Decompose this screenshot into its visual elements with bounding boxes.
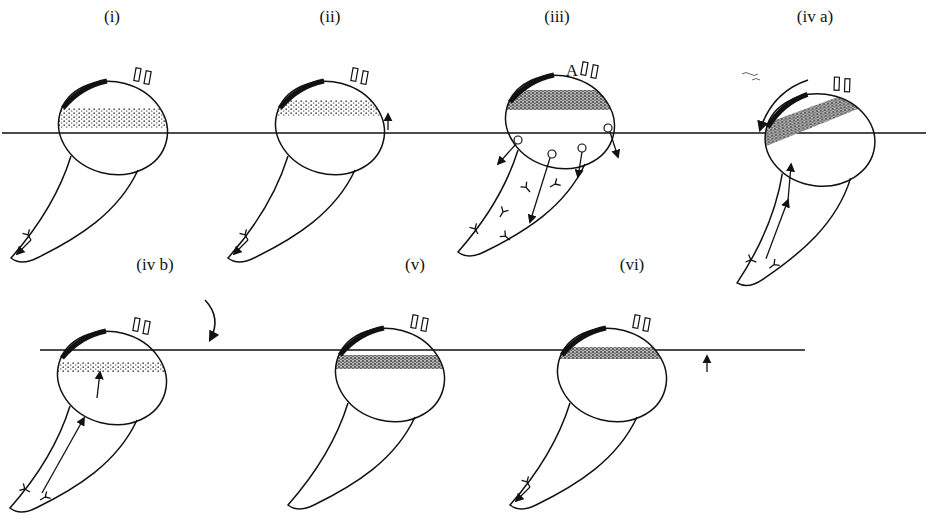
stage-label: (iii): [544, 8, 570, 25]
animal-figure: [228, 68, 395, 262]
stage-label: (vi): [620, 256, 645, 273]
part-letter: A: [566, 62, 578, 79]
animal-figure: [288, 315, 455, 509]
rise-arrow: [706, 356, 707, 372]
animal-figure: [10, 318, 177, 512]
rise-arrow: [387, 114, 388, 130]
tilt-arrow: [205, 300, 215, 340]
animal-figure: [510, 315, 677, 509]
ripple-mark: [742, 73, 760, 81]
stage-label: (ii): [320, 8, 341, 25]
animal-figure: [458, 62, 625, 256]
stage-label: (v): [405, 256, 425, 273]
tilt-arrow: [760, 80, 808, 130]
stage-label: (iv a): [797, 8, 833, 25]
animal-figure: [711, 71, 903, 287]
stage-label: (iv b): [136, 256, 173, 273]
stage-label: (i): [104, 8, 120, 25]
water-surface: [40, 349, 805, 351]
animal-figure: [11, 68, 178, 262]
